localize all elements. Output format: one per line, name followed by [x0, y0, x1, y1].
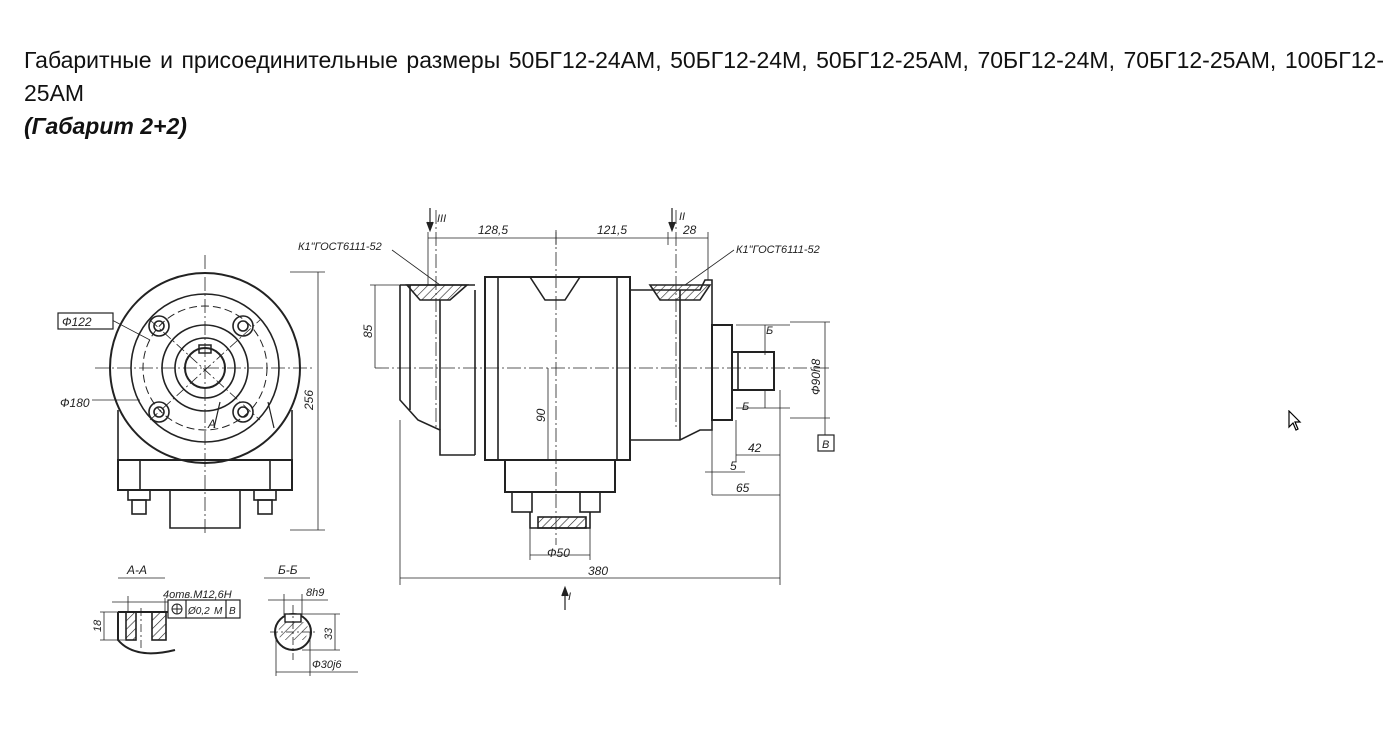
- dia-50-label: Ф50: [547, 546, 570, 560]
- datum-m-label: М: [214, 606, 223, 617]
- dim-128-5-label: 128,5: [478, 223, 508, 237]
- datum-v-label: В: [822, 439, 829, 451]
- dim-85-label: 85: [361, 324, 375, 338]
- section-aa-labels: А-А 4отв.М12,6Н Ø0,2 М В 18: [92, 563, 236, 632]
- section-bb-title: Б-Б: [278, 563, 298, 577]
- dim-b-top-label: Б: [766, 325, 773, 337]
- mouse-cursor-icon: [1288, 410, 1302, 431]
- tolerance-label: Ø0,2: [187, 606, 210, 617]
- dim-b-bottom-label: Б: [742, 401, 749, 413]
- dim-121-5-label: 121,5: [597, 223, 627, 237]
- dim-5-label: 5: [730, 459, 737, 473]
- datum-v-frame: [817, 434, 835, 452]
- dim-65-label: 65: [736, 481, 750, 495]
- section-I-label: I: [568, 591, 571, 603]
- page-subtitle: (Габарит 2+2): [24, 113, 187, 139]
- key-8h9-label: 8h9: [306, 587, 324, 599]
- thread-right-label: К1"ГОСТ6111-52: [736, 244, 820, 256]
- dim-42-label: 42: [748, 441, 762, 455]
- thread-left-label: К1"ГОСТ6111-52: [298, 241, 382, 253]
- section-bb-labels: Б-Б 8h9 33 Ф30j6: [278, 563, 342, 671]
- datum-v-aa-label: В: [229, 606, 236, 617]
- height-256-label: 256: [302, 390, 316, 411]
- side-view-labels: III II 128,5 121,5 28 К1"ГОСТ6111-52 К1"…: [298, 211, 835, 603]
- section-aa-title: А-А: [126, 563, 147, 577]
- dia-122-label: Ф122: [62, 315, 92, 329]
- front-view-labels: Ф122 Ф180 А 256: [57, 312, 316, 431]
- dia-180-label: Ф180: [60, 396, 90, 410]
- section-III-label: III: [437, 213, 446, 225]
- dim-90-label: 90: [534, 408, 548, 422]
- holes-label: 4отв.М12,6Н: [163, 589, 232, 601]
- dia-90h8-label: Ф90h8: [809, 358, 823, 395]
- section-mark-a: А: [207, 417, 216, 431]
- section-bb: [264, 577, 358, 676]
- dim-18-label: 18: [92, 619, 104, 632]
- page-title: Габаритные и присоединительные размеры 5…: [24, 47, 1384, 106]
- section-II-label: II: [679, 211, 685, 223]
- side-view: [370, 208, 830, 610]
- section-aa: [100, 577, 241, 655]
- dim-28-label: 28: [682, 223, 697, 237]
- dia-122-frame: [57, 312, 114, 330]
- front-view: [92, 255, 325, 535]
- dia-30j6-label: Ф30j6: [312, 659, 342, 671]
- heading: Габаритные и присоединительные размеры 5…: [24, 44, 1384, 143]
- dim-380-label: 380: [588, 564, 608, 578]
- dim-33-label: 33: [323, 627, 335, 640]
